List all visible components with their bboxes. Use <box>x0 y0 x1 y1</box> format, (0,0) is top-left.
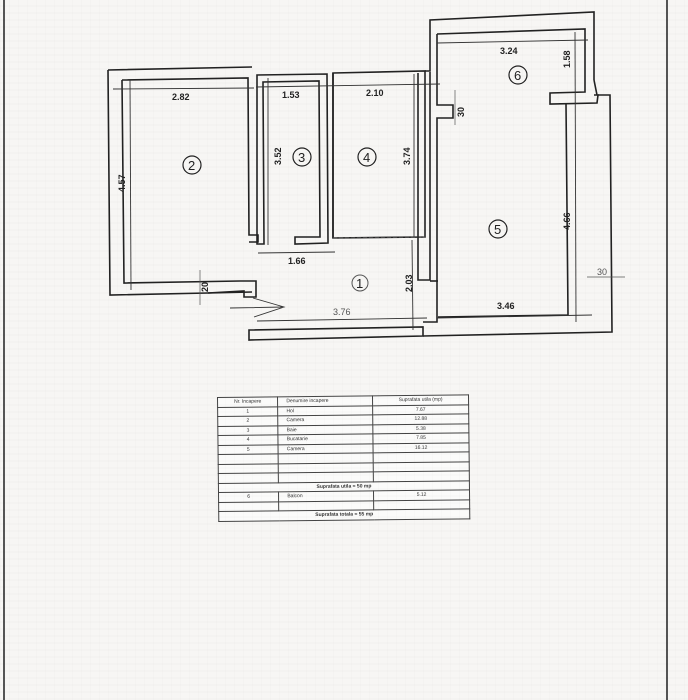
page-border-right <box>666 0 668 700</box>
svg-text:2: 2 <box>188 158 195 173</box>
svg-text:5: 5 <box>494 222 501 237</box>
room-marker-3: 3 <box>292 147 312 167</box>
room-marker-2: 2 <box>182 155 202 175</box>
grand-total-row: Suprafata totala = 55 mp <box>218 508 470 521</box>
room-marker-6: 6 <box>508 65 528 85</box>
dim-room3-height: 3.52 <box>273 147 283 165</box>
area-table: Nr. Incapere Denumire incapere Suprafata… <box>217 394 471 522</box>
dim-room1-height: 2.03 <box>404 274 414 292</box>
dim-room4-width: 2.10 <box>366 88 384 98</box>
dim-room6-width: 3.24 <box>500 46 518 56</box>
svg-text:3: 3 <box>298 150 305 165</box>
dim-room2-width: 2.82 <box>172 92 190 102</box>
dimension-lines <box>112 31 625 331</box>
dim-wall-top: 30 <box>456 107 466 117</box>
room-marker-1: 1 <box>351 274 369 292</box>
dim-wall-left: 20 <box>200 282 210 292</box>
dim-room2-height: 4.57 <box>117 174 127 192</box>
svg-text:1: 1 <box>356 276 363 291</box>
grand-total: Suprafata totala = 55 mp <box>218 508 470 521</box>
svg-text:6: 6 <box>514 68 521 83</box>
svg-text:4: 4 <box>363 150 370 165</box>
dim-door-width: 1.66 <box>288 256 306 266</box>
dim-room1-width: 3.76 <box>333 307 351 317</box>
dim-room4-height: 3.74 <box>402 147 412 165</box>
walls <box>107 11 613 341</box>
page-border-left <box>3 0 5 700</box>
dim-room5-height: 4.66 <box>562 212 572 230</box>
dim-wall-right: 30 <box>597 267 607 277</box>
room-marker-4: 4 <box>357 147 377 167</box>
dim-room6-height: 1.58 <box>562 50 572 68</box>
dim-room5-width: 3.46 <box>497 301 515 311</box>
room-marker-5: 5 <box>488 219 508 239</box>
dim-room3-width: 1.53 <box>282 90 300 100</box>
